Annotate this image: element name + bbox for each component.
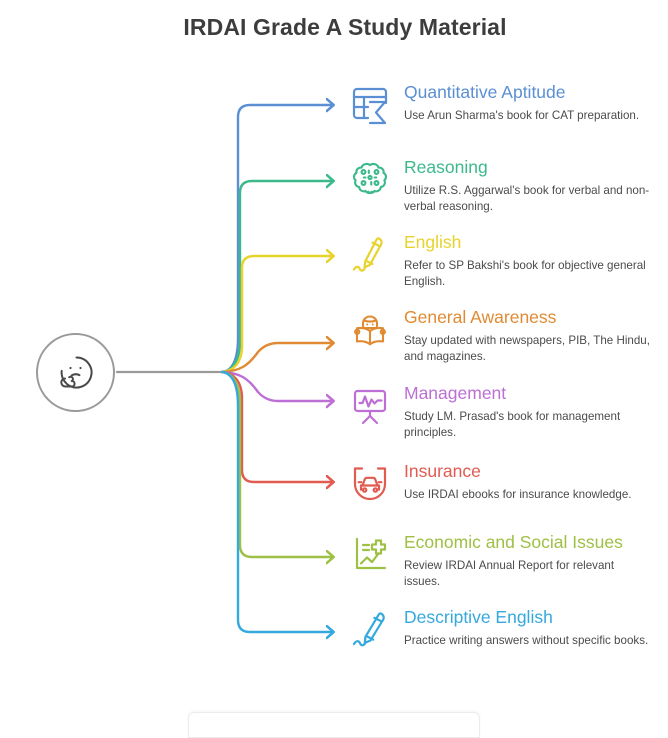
branch-title: Economic and Social Issues <box>404 532 623 552</box>
branch-item-quantitative-aptitude[interactable]: Quantitative Aptitude Use Arun Sharma's … <box>348 82 664 128</box>
person-reading-book-icon <box>348 307 392 353</box>
branch-title: General Awareness <box>404 307 557 327</box>
branch-text: Quantitative Aptitude Use Arun Sharma's … <box>404 82 664 124</box>
branch-item-economic-and-social-issues[interactable]: Economic and Social Issues Review IRDAI … <box>348 532 664 589</box>
thinking-face-icon <box>53 350 99 396</box>
branch-description: Use IRDAI ebooks for insurance knowledge… <box>404 488 632 501</box>
branch-description: Stay updated with newspapers, PIB, The H… <box>404 334 650 363</box>
branch-text: English Refer to SP Bakshi's book for ob… <box>404 232 664 289</box>
branch-title: Management <box>404 383 507 403</box>
branch-title: English <box>404 232 462 252</box>
chart-plus-icon <box>348 532 392 578</box>
branch-item-insurance[interactable]: Insurance Use IRDAI ebooks for insurance… <box>348 461 664 507</box>
branch-title: Quantitative Aptitude <box>404 82 566 102</box>
pen-writing-icon <box>348 607 392 653</box>
spreadsheet-sigma-icon <box>348 82 392 128</box>
branch-item-descriptive-english[interactable]: Descriptive English Practice writing ans… <box>348 607 664 653</box>
branch-text: Descriptive English Practice writing ans… <box>404 607 664 649</box>
branch-description: Practice writing answers without specifi… <box>404 634 649 647</box>
branch-item-english[interactable]: English Refer to SP Bakshi's book for ob… <box>348 232 664 289</box>
page-title: IRDAI Grade A Study Material <box>183 14 507 40</box>
branch-list: Quantitative Aptitude Use Arun Sharma's … <box>348 82 664 653</box>
car-shield-icon <box>348 461 392 507</box>
branch-title: Insurance <box>404 461 481 481</box>
branch-description: Refer to SP Bakshi's book for objective … <box>404 259 646 288</box>
branch-description: Study LM. Prasad's book for management p… <box>404 410 621 439</box>
branch-description: Utilize R.S. Aggarwal's book for verbal … <box>404 184 650 213</box>
presentation-chart-icon <box>348 383 392 429</box>
branch-text: Reasoning Utilize R.S. Aggarwal's book f… <box>404 157 664 214</box>
branch-text: Insurance Use IRDAI ebooks for insurance… <box>404 461 664 503</box>
branch-description: Use Arun Sharma's book for CAT preparati… <box>404 109 640 122</box>
pen-nib-icon <box>348 232 392 278</box>
bottom-partial-card <box>188 712 480 738</box>
branch-item-management[interactable]: Management Study LM. Prasad's book for m… <box>348 383 664 440</box>
branch-text: Economic and Social Issues Review IRDAI … <box>404 532 664 589</box>
brain-circuit-icon <box>348 157 392 203</box>
central-hub-node[interactable] <box>36 333 115 412</box>
branch-item-reasoning[interactable]: Reasoning Utilize R.S. Aggarwal's book f… <box>348 157 664 214</box>
branch-text: Management Study LM. Prasad's book for m… <box>404 383 664 440</box>
branch-text: General Awareness Stay updated with news… <box>404 307 664 364</box>
branch-description: Review IRDAI Annual Report for relevant … <box>404 559 615 588</box>
branch-title: Descriptive English <box>404 607 553 627</box>
branch-title: Reasoning <box>404 157 488 177</box>
branch-item-general-awareness[interactable]: General Awareness Stay updated with news… <box>348 307 664 364</box>
